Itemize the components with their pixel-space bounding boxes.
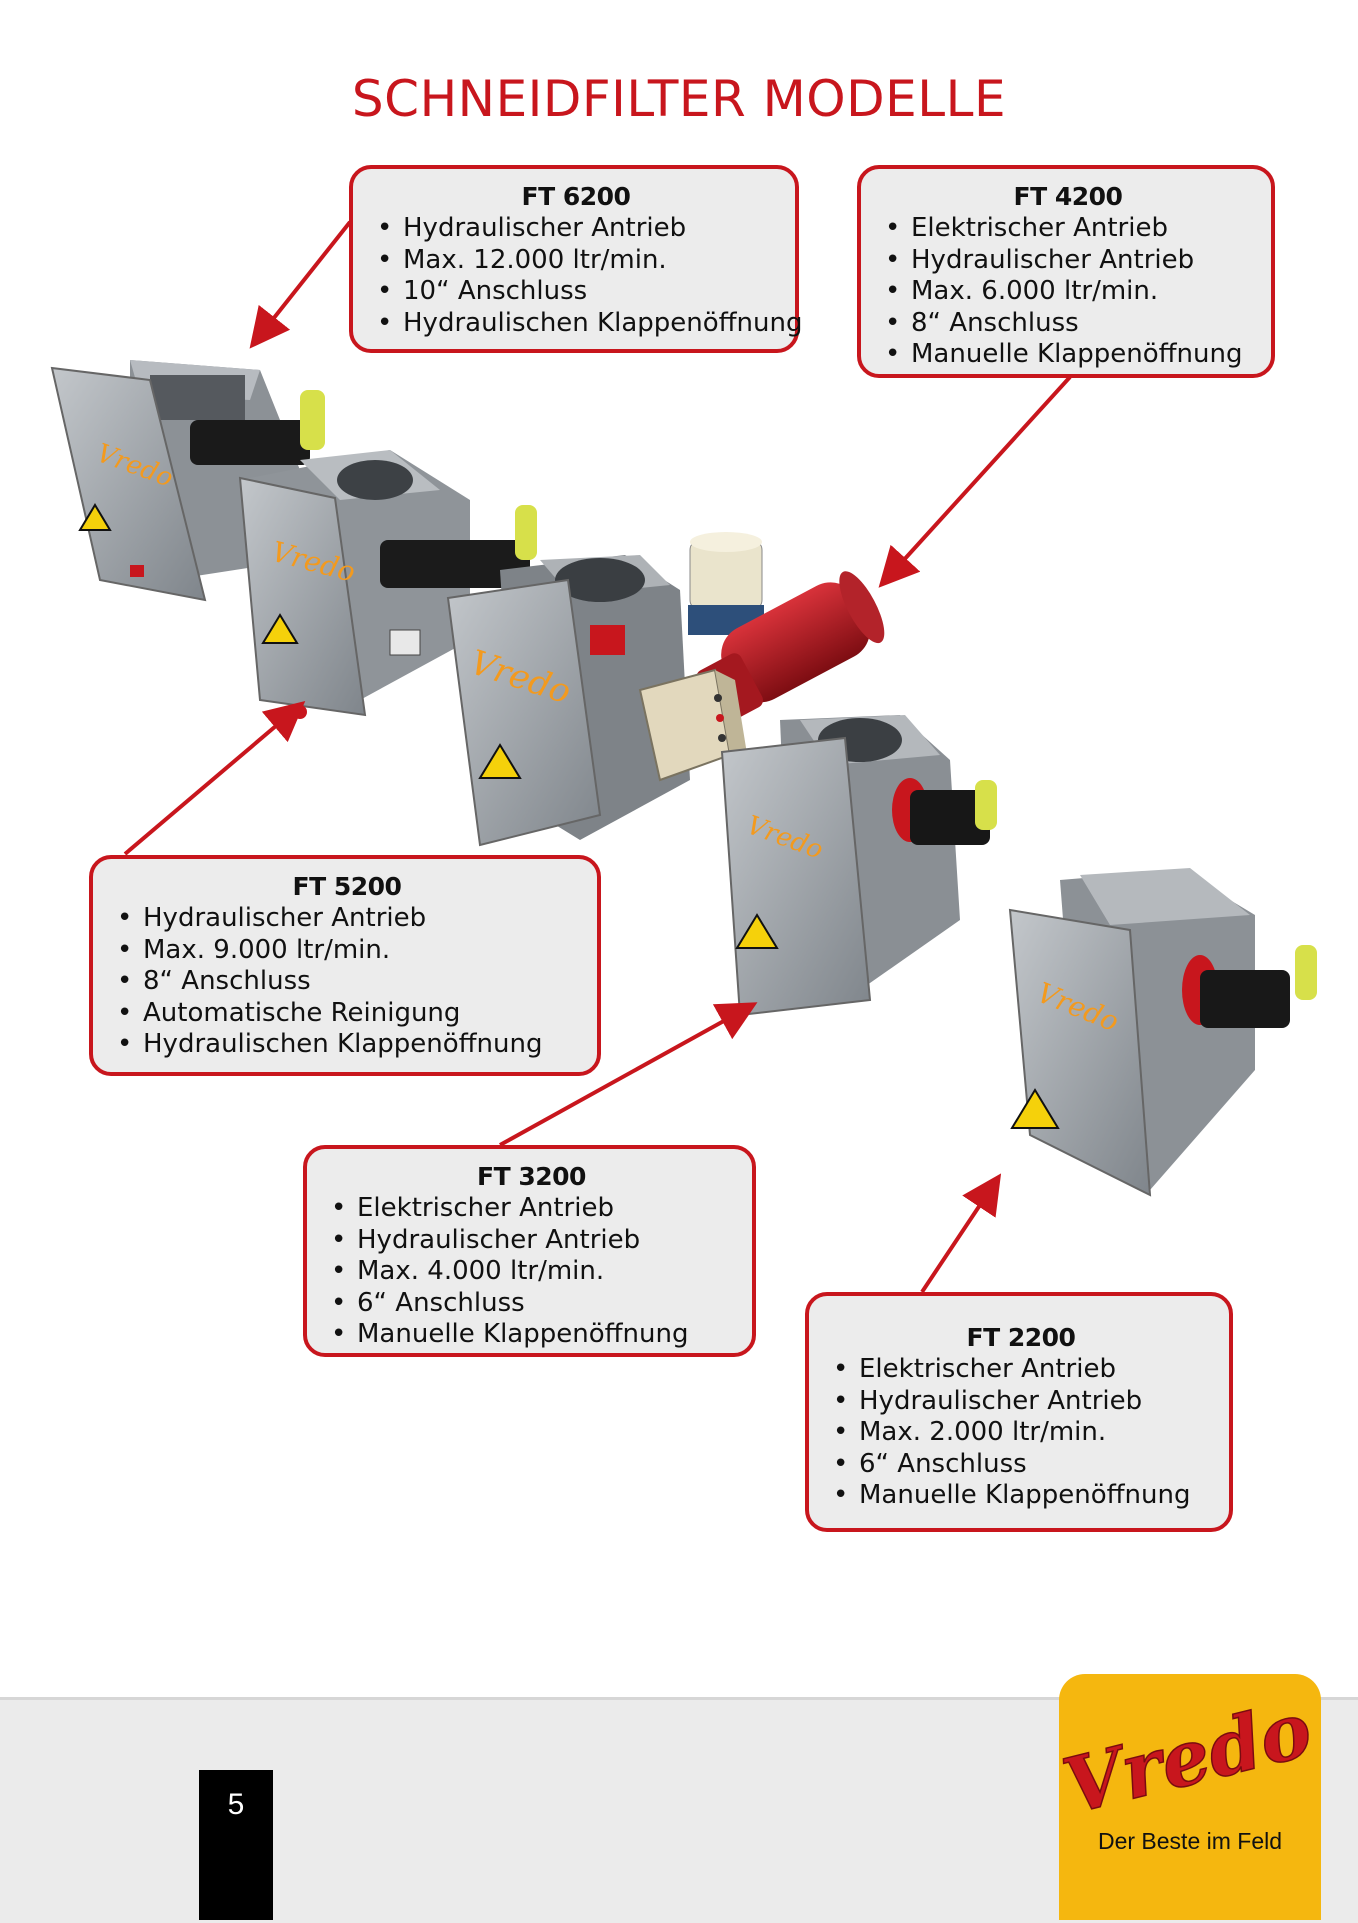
callout-arrows <box>123 220 1072 1294</box>
feature-item: Hydraulischen Klappenöffnung <box>375 308 803 340</box>
feature-item: Elektrischer Antrieb <box>329 1193 734 1225</box>
feature-list: Hydraulischer Antrieb Max. 9.000 ltr/min… <box>115 903 579 1061</box>
callout-ft4200: FT 4200 Elektrischer Antrieb Hydraulisch… <box>857 165 1275 378</box>
cutting-filter-machines-illustration: Vredo Vredo Vredo <box>50 360 1317 1197</box>
feature-item: Max. 2.000 ltr/min. <box>831 1417 1211 1449</box>
model-name: FT 6200 <box>521 182 631 211</box>
feature-item: 6“ Anschluss <box>329 1288 734 1320</box>
brand-wordmark: Vredo <box>1059 1684 1320 1831</box>
feature-item: Manuelle Klappenöffnung <box>329 1319 734 1351</box>
feature-item: Hydraulischer Antrieb <box>883 245 1253 277</box>
model-name: FT 3200 <box>477 1162 586 1191</box>
machine-ft2200: Vredo <box>1008 868 1317 1197</box>
page-title: SCHNEIDFILTER MODELLE <box>351 70 1007 128</box>
feature-list: Hydraulischer Antrieb Max. 12.000 ltr/mi… <box>375 213 803 340</box>
feature-item: Manuelle Klappenöffnung <box>831 1480 1211 1512</box>
callout-ft5200: FT 5200 Hydraulischer Antrieb Max. 9.000… <box>89 855 601 1076</box>
brand-slogan: Der Beste im Feld <box>1097 1828 1283 1854</box>
arrow-ft6200 <box>249 220 352 349</box>
feature-item: Hydraulischer Antrieb <box>115 903 579 935</box>
feature-item: Max. 9.000 ltr/min. <box>115 935 579 967</box>
model-name: FT 2200 <box>966 1323 1076 1352</box>
feature-list: Elektrischer Antrieb Hydraulischer Antri… <box>329 1193 734 1351</box>
feature-item: Hydraulischer Antrieb <box>831 1386 1211 1418</box>
callout-ft6200: FT 6200 Hydraulischer Antrieb Max. 12.00… <box>349 165 803 353</box>
feature-item: Hydraulischer Antrieb <box>375 213 777 245</box>
arrow-ft2200 <box>920 1173 1002 1294</box>
feature-list: Elektrischer Antrieb Hydraulischer Antri… <box>831 1354 1211 1512</box>
feature-item: 6“ Anschluss <box>831 1449 1211 1481</box>
callout-ft3200: FT 3200 Elektrischer Antrieb Hydraulisch… <box>303 1145 756 1357</box>
feature-item: 8“ Anschluss <box>883 308 1253 340</box>
arrow-ft5200 <box>123 701 306 856</box>
feature-item: Hydraulischer Antrieb <box>329 1225 734 1257</box>
feature-item: Automatische Reinigung <box>115 998 579 1030</box>
vredo-logo: Vredo <box>1054 1683 1321 1832</box>
page-number: 5 <box>199 1770 273 1920</box>
feature-item: 8“ Anschluss <box>115 966 579 998</box>
feature-list: Elektrischer Antrieb Hydraulischer Antri… <box>883 213 1253 371</box>
feature-item: Manuelle Klappenöffnung <box>883 339 1253 371</box>
feature-item: 10“ Anschluss <box>375 276 777 308</box>
arrow-ft3200 <box>499 1002 758 1147</box>
machine-ft3200: Vredo <box>720 715 997 1017</box>
model-name: FT 5200 <box>292 872 402 901</box>
feature-item: Max. 6.000 ltr/min. <box>883 276 1253 308</box>
model-name: FT 4200 <box>1013 182 1123 211</box>
callout-ft2200: FT 2200 Elektrischer Antrieb Hydraulisch… <box>805 1292 1233 1532</box>
vredo-logo-card: Vredo <box>1054 1674 1321 1920</box>
arrow-ft4200 <box>878 375 1072 588</box>
feature-item: Elektrischer Antrieb <box>831 1354 1211 1386</box>
feature-item: Max. 12.000 ltr/min. <box>375 245 777 277</box>
feature-item: Elektrischer Antrieb <box>883 213 1253 245</box>
machine-ft5200: Vredo <box>238 450 537 719</box>
feature-item: Max. 4.000 ltr/min. <box>329 1256 734 1288</box>
feature-item: Hydraulischen Klappenöffnung <box>115 1029 579 1061</box>
machine-ft4200: Vredo <box>446 532 885 847</box>
